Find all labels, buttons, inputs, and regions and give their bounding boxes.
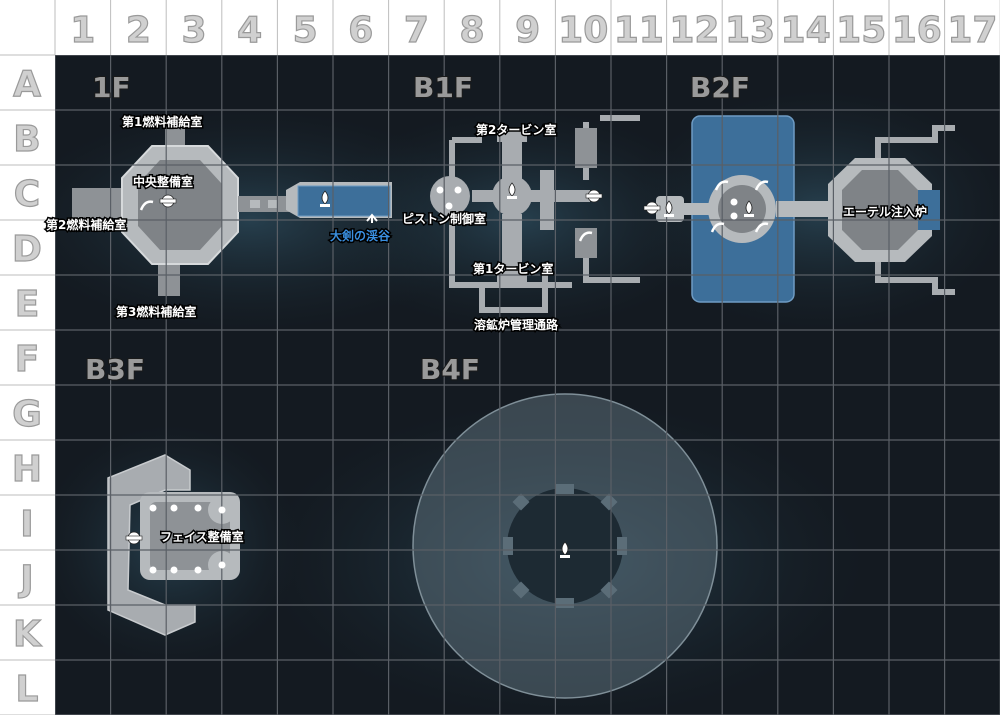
row-header-label: L: [16, 669, 39, 710]
room-label-piston-control: ピストン制御室: [402, 211, 486, 226]
column-header-label: 5: [293, 10, 318, 51]
door-icon: [643, 201, 661, 215]
room-label-smelter-passage: 溶鉱炉管理通路: [474, 317, 559, 332]
row-header-label: I: [20, 504, 33, 545]
stairs-icon: [714, 180, 729, 191]
row-header-label: A: [13, 64, 41, 105]
floor-label-b2f: B2F: [690, 71, 750, 104]
column-header-label: 3: [181, 10, 206, 51]
room-markers: [149, 186, 738, 574]
column-header-label: 1: [70, 10, 95, 51]
column-header-label: 16: [892, 10, 942, 51]
stairs-icon: [710, 222, 725, 233]
column-header-label: 14: [781, 10, 831, 51]
row-header-label: K: [13, 614, 42, 655]
row-header-label: H: [12, 449, 42, 490]
room-label-face-maintenance: フェイス整備室: [160, 529, 244, 544]
door-icon: [585, 189, 603, 203]
column-header-label: 9: [515, 10, 540, 51]
bonfire-icon: [560, 541, 570, 558]
door-icon: [159, 194, 177, 208]
grid-lines: [54, 54, 1000, 715]
bonfire-icon: [664, 200, 674, 217]
floor-b3f-structure: [107, 454, 240, 636]
row-header-label: B: [13, 119, 40, 160]
stairs-icon: [139, 200, 154, 211]
stairs-icon: [754, 180, 769, 191]
floor-label-b1f: B1F: [413, 71, 473, 104]
bonfire-icon: [744, 200, 754, 217]
room-label-central: 中央整備室: [133, 174, 193, 189]
room-label-turbine-2: 第2タービン室: [476, 122, 556, 137]
room-label-fuel-1: 第1燃料補給室: [122, 114, 202, 129]
floor-b2f-structure: [656, 115, 955, 303]
column-header-label: 13: [725, 10, 775, 51]
row-header-label: E: [15, 284, 40, 325]
row-header-label: J: [17, 559, 33, 600]
column-header-label: 12: [669, 10, 719, 51]
stairs-icon: [754, 222, 769, 233]
floor-1f-structure: [72, 120, 392, 296]
column-header-label: 15: [836, 10, 886, 51]
column-header-label: 6: [348, 10, 373, 51]
bonfire-icon: [507, 182, 517, 199]
column-header-label: 4: [237, 10, 262, 51]
room-label-fuel-3: 第3燃料補給室: [116, 304, 196, 319]
room-label-ether-furnace: エーテル注入炉: [843, 204, 927, 219]
stairs-icon: [578, 231, 593, 242]
column-header-label: 10: [558, 10, 608, 51]
column-header-label: 7: [404, 10, 429, 51]
column-header-label: 8: [459, 10, 484, 51]
room-label-turbine-1: 第1タービン室: [473, 261, 553, 276]
column-header-label: 17: [947, 10, 997, 51]
room-label-fuel-2: 第2燃料補給室: [46, 217, 126, 232]
row-header-band: [0, 0, 55, 715]
floor-label-1f: 1F: [92, 71, 131, 104]
bonfire-icon: [320, 190, 330, 207]
row-header-label: D: [12, 229, 42, 270]
map-icons: [125, 180, 769, 574]
row-header-label: C: [14, 174, 40, 215]
room-label-greatsword-gorge: 大剣の渓谷: [330, 228, 391, 243]
column-header-label: 11: [614, 10, 664, 51]
stairs-icon: [366, 213, 378, 223]
door-icon: [125, 531, 143, 545]
row-header-label: F: [15, 339, 40, 380]
row-header-label: G: [12, 394, 42, 435]
floor-label-b4f: B4F: [420, 353, 480, 386]
column-header-label: 2: [126, 10, 151, 51]
floor-label-b3f: B3F: [85, 353, 145, 386]
